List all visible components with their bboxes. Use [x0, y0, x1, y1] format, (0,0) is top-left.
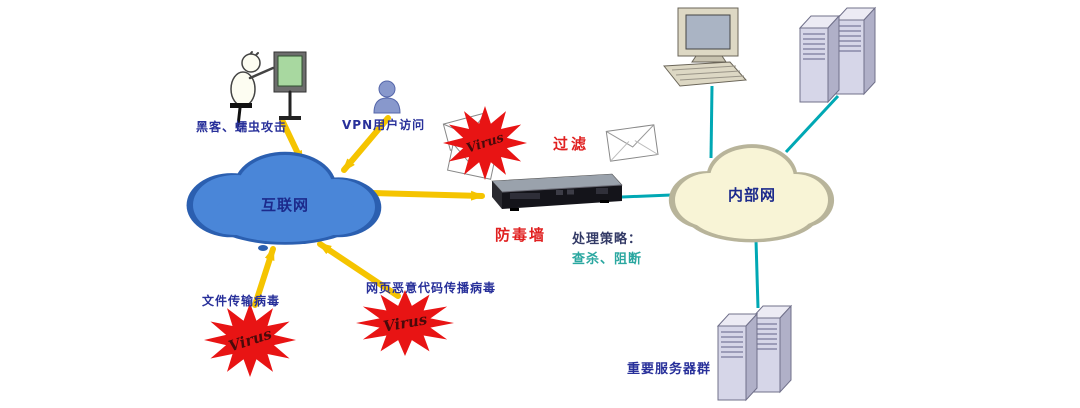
web-virus-label: 网页恶意代码传播病毒 [366, 281, 497, 295]
file-virus-label: 文件传输病毒 [202, 294, 281, 308]
strategy-title: 处理策略： [572, 232, 643, 247]
servers-group-label: 重要服务器群 [627, 362, 712, 377]
intranet-cloud [668, 144, 835, 243]
link-intranet-desktop [709, 85, 714, 159]
intranet-cloud-label: 内部网 [727, 186, 776, 204]
desktop-computer-icon [663, 7, 748, 87]
link-intranet-servers-top [784, 94, 840, 154]
hacker-attack-label: 黑客、蠕虫攻击 [196, 120, 288, 134]
hacker-figure-icon [230, 51, 307, 128]
vpn-user-icon [373, 80, 401, 114]
internet-cloud-label: 互联网 [260, 196, 309, 214]
firewall-label: 防毒墙 [495, 226, 547, 244]
envelope-icon [605, 124, 659, 162]
server-rack-top-icon [798, 6, 877, 104]
internet-cloud [186, 151, 382, 251]
server-rack-bottom-icon [716, 304, 793, 402]
arrow-internet-to-firewall [369, 190, 485, 201]
attack-arrows [252, 115, 485, 308]
virus-label: Virus [381, 310, 429, 336]
arrow-vpn-to-internet [341, 115, 391, 173]
arrow-filevirus-to-internet [252, 246, 276, 308]
vpn-user-label: VPN用户访问 [342, 118, 426, 132]
firewall-device-icon [491, 173, 623, 211]
virus-label: Virus [464, 129, 506, 157]
strategy-value: 查杀、阻断 [572, 252, 643, 267]
arrow-webvirus-to-internet [317, 241, 401, 299]
filter-label: 过滤 [553, 135, 590, 153]
virus-label: Virus [226, 324, 274, 356]
link-intranet-servers-bottom [754, 239, 760, 309]
